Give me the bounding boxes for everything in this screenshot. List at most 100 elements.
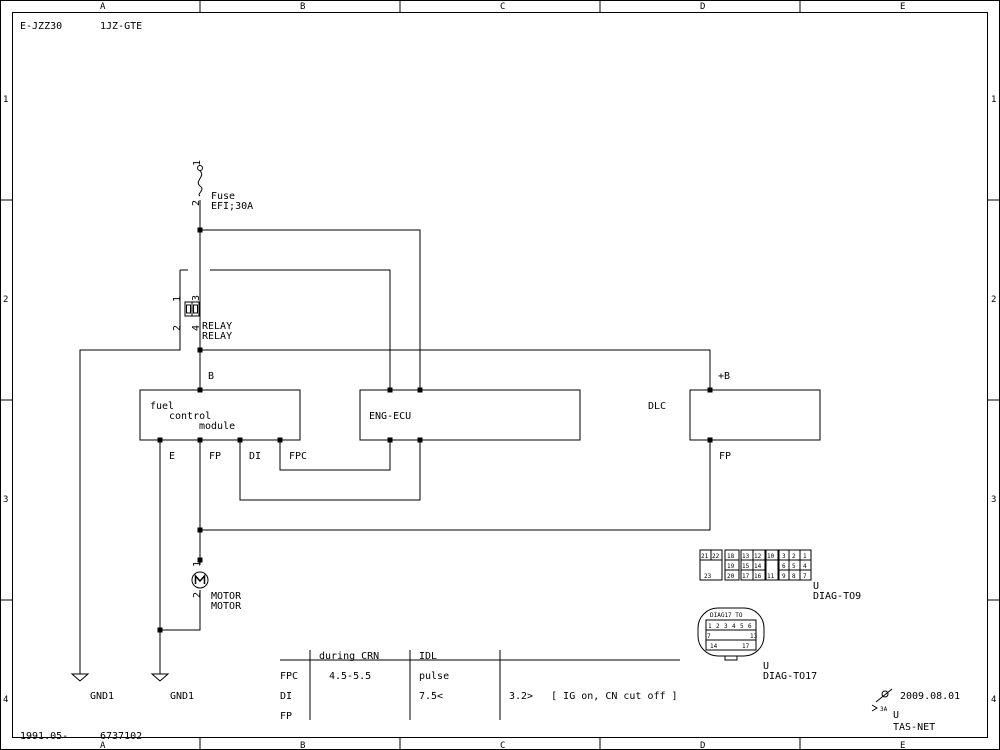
diag-to17-connector: DIAG17 TO 1 2 3 4 5 6 7 13 14 17 U DIAG-… xyxy=(697,607,817,682)
diag09-cell-7: 7 xyxy=(803,573,807,580)
diag17-name: DIAG-TO17 xyxy=(763,671,817,682)
grid-col-d-bottom: D xyxy=(700,741,705,750)
diag09-cell-20: 20 xyxy=(727,573,735,580)
grid-col-e-bottom: E xyxy=(900,741,905,750)
diag09-u: U xyxy=(813,581,819,592)
drawing-date: 2009.08.01 xyxy=(900,691,960,702)
module-pin-fp: FP xyxy=(209,451,221,462)
relay-pin-1: 1 xyxy=(172,296,183,302)
motor-pin-1: 1 xyxy=(192,561,203,567)
relay-pin-2: 2 xyxy=(172,325,183,331)
diag17-pin-3: 3 xyxy=(724,623,728,630)
diag09-cell-2: 2 xyxy=(792,553,796,560)
diag09-cell-10: 10 xyxy=(767,553,775,560)
diag17-pin-14: 14 xyxy=(710,643,718,650)
diag09-cell-3: 3 xyxy=(782,553,786,560)
grid-col-b-top: B xyxy=(300,2,305,12)
fuse-name: Fuse xyxy=(211,191,235,202)
brand-name: TAS-NET xyxy=(893,722,935,733)
svg-text:3A: 3A xyxy=(880,706,888,713)
table-row-di-note: 3.2> [ IG on, CN cut off ] xyxy=(509,691,678,702)
diag09-cell-11: 11 xyxy=(767,573,775,580)
module-pin-fpc: FPC xyxy=(289,451,307,462)
grid-col-c-top: C xyxy=(500,2,505,12)
dlc-pin-b: +B xyxy=(718,371,730,382)
diag17-title: DIAG17 TO xyxy=(710,612,743,619)
diag09-cell-17: 17 xyxy=(742,573,750,580)
motor-pin-2: 2 xyxy=(192,592,203,598)
module-name-line3: module xyxy=(199,421,235,432)
grid-row-4-right: 4 xyxy=(991,695,996,705)
table-row-fp-label: FP xyxy=(280,711,292,722)
dlc-name: DLC xyxy=(648,401,666,412)
data-link-connector: DLC +B FP xyxy=(648,371,821,462)
fuse-rating: EFI;30A xyxy=(211,201,253,212)
table-row-fpc-crn: 4.5-5.5 xyxy=(329,671,371,682)
diag09-cell-1: 1 xyxy=(803,553,807,560)
diag17-pin-5: 5 xyxy=(740,623,744,630)
motor-label-1: MOTOR xyxy=(211,591,242,602)
table-row-di-label: DI xyxy=(280,691,292,702)
diag09-name: DIAG-TO9 xyxy=(813,591,861,602)
relay-pin-4: 4 xyxy=(191,325,202,331)
grid-row-2-right: 2 xyxy=(991,295,996,305)
junction-dots xyxy=(157,227,713,633)
diag17-pin-6: 6 xyxy=(748,623,752,630)
grid-col-d-top: D xyxy=(700,2,705,12)
diag-to9-connector: 21 22 18 13 12 10 3 2 1 15 14 6 5 4 19 2… xyxy=(699,549,861,602)
module-pin-di: DI xyxy=(249,451,261,462)
grid-col-a-top: A xyxy=(100,2,106,12)
signal-table: during CRN IDL FPC 4.5-5.5 pulse DI 7.5<… xyxy=(280,650,680,722)
grid-row-2-left: 2 xyxy=(3,295,8,305)
grid-row-4-left: 4 xyxy=(3,695,8,705)
grid-col-c-bottom: C xyxy=(500,741,505,750)
date-code: 1991.05- xyxy=(20,731,68,742)
grid-labels: A B C D E A B C D E 1 2 3 4 1 2 3 4 xyxy=(3,2,996,750)
model-code: E-JZZ30 xyxy=(20,21,62,32)
table-header-crn: during CRN xyxy=(319,651,379,662)
diag09-cell-13: 13 xyxy=(742,553,750,560)
grid-row-1-right: 1 xyxy=(991,95,996,105)
diag09-cell-5: 5 xyxy=(792,563,796,570)
module-pin-b: B xyxy=(208,371,214,382)
fuse-pin-2: 2 xyxy=(191,200,202,206)
grid-row-1-left: 1 xyxy=(3,95,8,105)
diag09-cell-4: 4 xyxy=(803,563,807,570)
table-row-fpc-idl: pulse xyxy=(419,671,449,682)
diag09-cell-12: 12 xyxy=(754,553,762,560)
wiring xyxy=(79,229,711,670)
ground-b-label: GND1 xyxy=(170,691,194,702)
grid-col-b-bottom: B xyxy=(300,741,305,750)
grid-row-3-left: 3 xyxy=(3,495,8,505)
brand-u: U xyxy=(893,710,899,721)
grid-row-3-right: 3 xyxy=(991,495,996,505)
module-pin-e: E xyxy=(169,451,175,462)
motor-label-2: MOTOR xyxy=(211,601,242,612)
engine-code: 1JZ-GTE xyxy=(100,21,142,32)
fuse-pin-1: 1 xyxy=(192,160,203,166)
diag17-pin-13: 13 xyxy=(750,633,758,640)
table-header-idl: IDL xyxy=(419,651,437,662)
engine-ecu: ENG-ECU xyxy=(359,389,581,441)
diag09-cell-15: 15 xyxy=(742,563,750,570)
diag17-pin-1: 1 xyxy=(708,623,712,630)
ground-a-label: GND1 xyxy=(90,691,114,702)
diag17-pin-4: 4 xyxy=(732,623,736,630)
fuse-efi: 1 2 Fuse EFI;30A xyxy=(191,160,253,230)
diag09-cell-18: 18 xyxy=(727,553,735,560)
diag09-cell-21: 21 xyxy=(701,553,709,560)
grid-col-e-top: E xyxy=(900,2,905,12)
ground-gnd1-b: GND1 xyxy=(150,670,194,702)
fuel-control-module: fuel control module B E FP DI FPC xyxy=(139,371,307,462)
diag17-pin-2: 2 xyxy=(716,623,720,630)
diag09-cell-6: 6 xyxy=(782,563,786,570)
diag09-cell-23: 23 xyxy=(704,573,712,580)
diag17-u: U xyxy=(763,661,769,672)
diag17-pin-17: 17 xyxy=(742,643,750,650)
diag09-cell-22: 22 xyxy=(712,553,720,560)
fuel-pump-motor: 1 2 MOTOR MOTOR xyxy=(191,561,242,612)
brand-logo-icon: 3A xyxy=(871,688,893,713)
efi-relay: 1 2 3 4 RELAY RELAY xyxy=(172,295,232,342)
